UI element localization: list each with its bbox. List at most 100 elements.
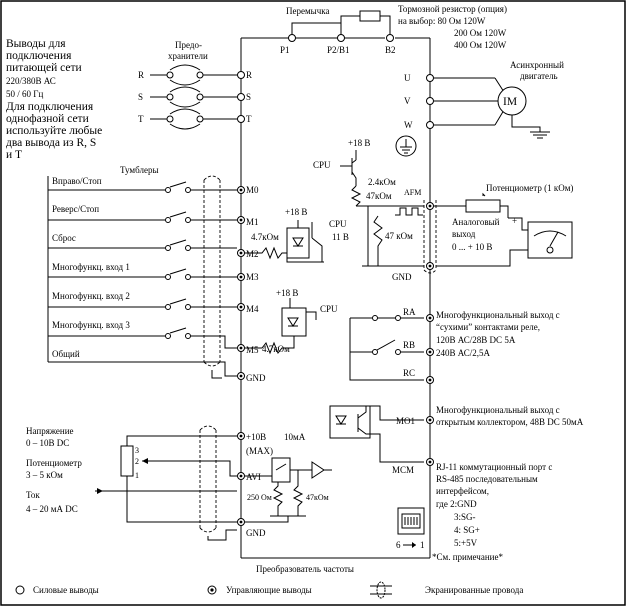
svg-text:Аналоговый: Аналоговый <box>452 217 500 227</box>
svg-text:4: SG+: 4: SG+ <box>454 525 480 535</box>
svg-text:10мА: 10мА <box>284 432 306 442</box>
svg-text:240В АС/2,5А: 240В АС/2,5А <box>436 348 491 358</box>
legend-shield-icon <box>370 581 392 599</box>
svg-text:Силовые выводы: Силовые выводы <box>33 585 99 595</box>
relay-output: RA RB RC Многофункциональный выход с “су… <box>349 307 560 384</box>
afm-output-block: +18 В CPU 2.4кОм 47кОм AFM 47 кОм GND По… <box>313 138 573 282</box>
optocoupler-mo1 <box>329 405 371 439</box>
input-rev-label: Реверс/Стоп <box>52 204 99 214</box>
opto-input-block-lower: +18 В CPU 4.7кОм <box>245 288 338 355</box>
input-common-label: Общий <box>52 349 80 359</box>
brake-option-200: 200 Ом 120W <box>454 28 507 38</box>
svg-text:3: 3 <box>135 446 139 455</box>
svg-text:Многофункциональный выход с: Многофункциональный выход с <box>436 310 560 320</box>
svg-text:GND: GND <box>246 528 266 538</box>
input-r-label: R <box>138 70 144 80</box>
terminal-b2[interactable] <box>386 34 394 42</box>
input-multi1-label: Многофункц. вход 1 <box>52 262 130 272</box>
resistor-47k-label-b: 4.7кОм <box>262 344 290 354</box>
switches-label: Тумблеры <box>120 165 159 175</box>
svg-text:Потенциометр (1 кОм): Потенциометр (1 кОм) <box>486 183 573 193</box>
power-title-2: подключения <box>6 50 72 62</box>
drive-body <box>240 37 431 559</box>
single-phase-note-4: два вывода из R, S <box>6 137 96 149</box>
svg-text:M5: M5 <box>246 345 259 355</box>
svg-text:где 2:GND: где 2:GND <box>436 499 477 509</box>
svg-text:3 – 5 кОм: 3 – 5 кОм <box>26 470 63 480</box>
svg-text:CPU: CPU <box>329 219 347 229</box>
converter-label: Преобразователь частоты <box>256 564 354 574</box>
svg-text:47кОм: 47кОм <box>306 493 329 502</box>
svg-text:0 – 10В DC: 0 – 10В DC <box>26 438 69 448</box>
svg-text:открытым коллектором, 48В DC: открытым коллектором, 48В DC 50мА <box>436 417 584 427</box>
brake-resistor-label: Тормозной резистор (опция) <box>398 4 507 14</box>
input-multi2-label: Многофункц. вход 2 <box>52 291 130 301</box>
svg-text:AVI: AVI <box>246 472 261 482</box>
power-title-1: Выводы для <box>6 38 66 50</box>
input-t-label: T <box>138 114 144 124</box>
pwm-waveform <box>395 207 423 216</box>
terminal-u[interactable] <box>426 74 434 82</box>
open-collector-output: MO1 MCM Многофункциональный выход с откр… <box>329 405 584 475</box>
terminal-v[interactable] <box>426 97 434 105</box>
power-voltage: 220/380В АС <box>6 76 56 86</box>
rj11-port: RJ-11 коммутационный порт с RS-485 после… <box>396 462 552 562</box>
svg-text:11 В: 11 В <box>332 232 349 242</box>
jumper-label: Перемычка <box>286 6 330 16</box>
terminal-w[interactable] <box>426 121 434 129</box>
terminal-r[interactable] <box>237 71 245 79</box>
input-multi3-label: Многофункц. вход 3 <box>52 320 130 330</box>
svg-text:Управляющие выводы: Управляющие выводы <box>226 585 312 595</box>
svg-text:M3: M3 <box>246 272 259 282</box>
svg-text:Ток: Ток <box>26 490 40 500</box>
power-title-3: питающей сети <box>6 62 82 74</box>
svg-text:RJ-11 коммутационный порт с: RJ-11 коммутационный порт с <box>436 462 552 472</box>
svg-text:CPU: CPU <box>313 160 331 170</box>
svg-text:MCM: MCM <box>392 465 414 475</box>
svg-text:RS-485 последовательным: RS-485 последовательным <box>436 474 538 484</box>
resistor-47k-label-a: 4.7кОм <box>251 232 279 242</box>
brake-resistor <box>359 10 381 22</box>
input-potentiometer <box>120 445 134 477</box>
svg-text:RA: RA <box>403 307 416 317</box>
svg-text:0 ... + 10 В: 0 ... + 10 В <box>452 242 492 252</box>
svg-text:GND: GND <box>392 272 412 282</box>
svg-text:RB: RB <box>403 340 415 350</box>
svg-text:R: R <box>246 70 252 80</box>
svg-text:M1: M1 <box>246 217 259 227</box>
svg-text:5:+5V: 5:+5V <box>454 538 478 548</box>
terminal-s[interactable] <box>237 93 245 101</box>
svg-text:“сухими” контактами реле,: “сухими” контактами реле, <box>436 322 540 332</box>
fuse-r <box>169 64 201 71</box>
terminal-p2b1[interactable] <box>337 34 345 42</box>
single-phase-note-2: однофазной сети <box>6 113 89 125</box>
legend-power-icon <box>15 585 25 595</box>
legend: Преобразователь частоты Силовые выводы У… <box>15 564 523 599</box>
svg-text:+18 В: +18 В <box>285 207 307 217</box>
resistor-2-4k-label: 2.4кОм <box>368 177 396 187</box>
terminal-u-label: U <box>404 73 411 83</box>
svg-text:1: 1 <box>135 471 139 480</box>
potentiometer-1k <box>465 199 501 213</box>
svg-text:1: 1 <box>420 540 425 550</box>
power-input: Выводы для подключения питающей сети 220… <box>6 38 252 161</box>
fuses-label-1: Предо- <box>175 40 202 50</box>
svg-text:Напряжение: Напряжение <box>26 426 74 436</box>
svg-text:RC: RC <box>403 368 415 378</box>
terminal-w-label: W <box>404 120 413 130</box>
digital-inputs: Тумблеры Вправо/Стоп M0 Реверс/Стоп M1 С… <box>47 165 266 383</box>
svg-text:GND: GND <box>246 373 266 383</box>
svg-text:M0: M0 <box>246 185 259 195</box>
single-phase-note-5: и T <box>6 149 22 161</box>
fuse-t <box>169 108 201 115</box>
svg-text:Экранированные провода: Экранированные провода <box>425 585 523 595</box>
svg-text:+: + <box>512 216 517 226</box>
svg-text:2: 2 <box>135 457 139 466</box>
terminal-v-label: V <box>404 96 411 106</box>
terminal-t[interactable] <box>237 115 245 123</box>
svg-text:M2: M2 <box>246 249 259 259</box>
input-fwd-label: Вправо/Стоп <box>52 176 102 186</box>
resistor-47k-afm-label: 47кОм <box>366 191 392 201</box>
terminal-p1[interactable] <box>288 34 296 42</box>
